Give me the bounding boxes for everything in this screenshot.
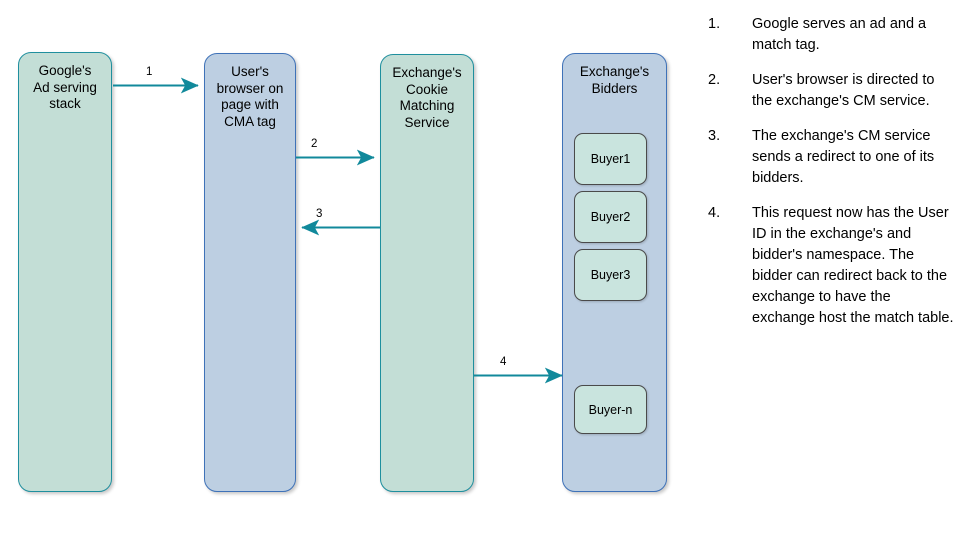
step-item-1: 1. Google serves an ad and a match tag.	[708, 14, 956, 56]
bidder-label: Buyer3	[590, 268, 631, 282]
bidder-buyer3[interactable]: Buyer3	[574, 249, 647, 301]
arrow-3-label: 3	[316, 208, 323, 220]
bidder-buyer2[interactable]: Buyer2	[574, 191, 647, 243]
bidder-label: Buyer2	[590, 210, 631, 224]
step-text: Google serves an ad and a match tag.	[752, 16, 927, 53]
bidder-buyer-n[interactable]: Buyer-n	[574, 385, 647, 434]
arrow-2-label: 2	[311, 138, 318, 150]
step-number: 2.	[708, 72, 721, 88]
bidder-label: Buyer1	[590, 152, 631, 166]
bidder-label: Buyer-n	[588, 402, 633, 417]
node-label: User's browser on page with CMA tag	[216, 64, 284, 129]
step-number: 4.	[708, 205, 721, 221]
step-number: 1.	[708, 16, 721, 32]
node-google-ad-serving-stack[interactable]: Google's Ad serving stack	[18, 52, 112, 492]
node-exchange-cookie-matching-service[interactable]: Exchange's Cookie Matching Service	[380, 54, 474, 492]
node-label: Exchange's Cookie Matching Service	[392, 65, 462, 130]
node-label: Exchange's Bidders	[579, 64, 650, 96]
arrow-1-label: 1	[146, 66, 153, 78]
step-text: This request now has the User ID in the …	[752, 205, 954, 326]
step-text: The exchange's CM service sends a redire…	[752, 128, 935, 186]
step-text: User's browser is directed to the exchan…	[752, 72, 935, 109]
step-item-4: 4. This request now has the User ID in t…	[708, 203, 956, 329]
steps-list: 1. Google serves an ad and a match tag. …	[708, 14, 956, 343]
arrow-4-label: 4	[500, 356, 507, 368]
bidder-buyer1[interactable]: Buyer1	[574, 133, 647, 185]
node-users-browser[interactable]: User's browser on page with CMA tag	[204, 53, 296, 492]
step-item-2: 2. User's browser is directed to the exc…	[708, 70, 956, 112]
node-label: Google's Ad serving stack	[33, 63, 97, 111]
step-number: 3.	[708, 128, 721, 144]
step-item-3: 3. The exchange's CM service sends a red…	[708, 126, 956, 189]
